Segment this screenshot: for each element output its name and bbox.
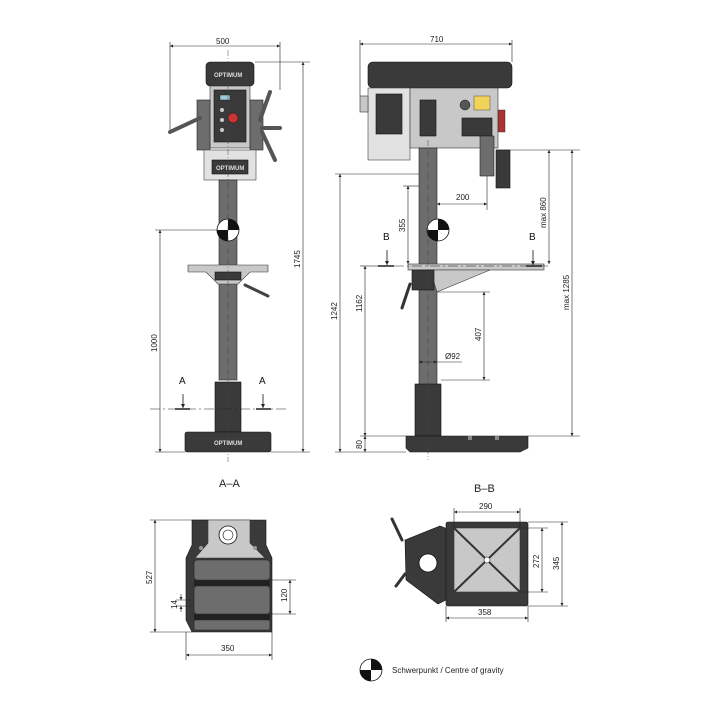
side-view: B B 710 1242 1162 80 355 200 max 860	[330, 35, 580, 460]
bb-column-hole	[418, 553, 438, 573]
side-table-crank	[400, 282, 412, 310]
front-guard-label: OPTIMUM	[216, 166, 244, 172]
dim-front-width: 500	[216, 37, 230, 46]
centre-of-gravity-icon	[359, 658, 383, 682]
side-table-bracket	[411, 269, 435, 291]
dim-side-table: 1162	[355, 294, 364, 312]
side-base	[405, 435, 529, 453]
side-base-bolt	[468, 436, 472, 440]
front-side-block	[196, 99, 211, 151]
aa-column-inner	[222, 529, 234, 541]
front-handle	[168, 116, 202, 134]
section-aa: A–A 527 350 120 14	[145, 478, 296, 660]
side-head-knob	[459, 99, 471, 111]
aa-t-slot	[194, 614, 270, 620]
section-aa-title: A–A	[219, 478, 240, 490]
front-handle	[258, 90, 272, 122]
side-spindle-housing	[461, 117, 493, 137]
dim-aa-length: 527	[145, 570, 154, 584]
dim-aa-slot-width: 14	[170, 600, 179, 609]
bb-crank	[390, 517, 404, 542]
section-b-letter-right: B	[529, 232, 536, 243]
dim-bb-overall: 358	[478, 608, 492, 617]
dim-bb-depth: 345	[552, 556, 561, 570]
side-table	[407, 263, 545, 271]
side-head-panel	[419, 99, 437, 137]
front-side-block	[249, 99, 264, 151]
dim-side-base: 80	[355, 440, 364, 449]
side-feed-handle	[497, 109, 506, 133]
aa-bolt	[199, 546, 203, 550]
aa-slot-area	[193, 619, 271, 631]
aa-column-hole	[218, 525, 238, 545]
section-bb-title: B–B	[474, 483, 495, 495]
section-a-letter-left: A	[179, 376, 186, 387]
dim-front-height: 1745	[293, 250, 302, 268]
front-chuck-guard	[211, 159, 249, 175]
dim-side-column-dia: Ø92	[445, 352, 461, 361]
front-emergency-stop	[227, 112, 239, 124]
front-button	[220, 128, 224, 132]
legend-text: Schwerpunkt / Centre of gravity	[392, 666, 504, 675]
side-gravity-symbol	[426, 218, 450, 242]
side-motor-fins	[375, 93, 403, 135]
side-motor-box	[359, 95, 369, 113]
section-a-letter-right: A	[259, 376, 266, 387]
side-chuck-guard	[495, 149, 511, 189]
section-b-letter-left: B	[383, 232, 390, 243]
dim-aa-slots: 120	[280, 588, 289, 602]
front-table-crank	[243, 283, 270, 298]
dim-front-table: 1000	[150, 334, 159, 352]
section-bb: B–B 290 358 272 345	[390, 483, 568, 622]
dim-bb-inner: 272	[532, 554, 541, 568]
aa-slot-area	[193, 585, 271, 615]
bb-table-center	[483, 556, 491, 564]
dim-side-travel: 407	[474, 327, 483, 341]
front-display	[219, 94, 231, 101]
legend: Schwerpunkt / Centre of gravity	[359, 658, 504, 682]
aa-t-slot	[194, 580, 270, 586]
dim-side-max-1285: max 1285	[562, 274, 571, 310]
dim-side-reach: 200	[456, 193, 470, 202]
side-base-bolt	[495, 436, 499, 440]
side-head-cap	[367, 61, 513, 89]
side-table-arm	[429, 269, 491, 293]
side-warning-label	[473, 95, 491, 111]
aa-bolt	[253, 546, 257, 550]
dim-bb-width: 290	[479, 502, 493, 511]
front-view: OPTIMUM OPTIMUM	[150, 37, 310, 462]
front-button	[220, 108, 224, 112]
dim-side-overall: 1242	[330, 302, 339, 320]
front-handle	[260, 130, 277, 162]
dim-aa-width: 350	[221, 644, 235, 653]
front-button	[220, 118, 224, 122]
dim-side-gravity: 355	[398, 218, 407, 232]
dim-side-width: 710	[430, 35, 444, 44]
aa-slot-area	[193, 559, 271, 581]
side-spindle	[479, 135, 495, 177]
dim-side-max-860: max 860	[539, 197, 548, 228]
bb-lock-lever	[394, 572, 407, 588]
